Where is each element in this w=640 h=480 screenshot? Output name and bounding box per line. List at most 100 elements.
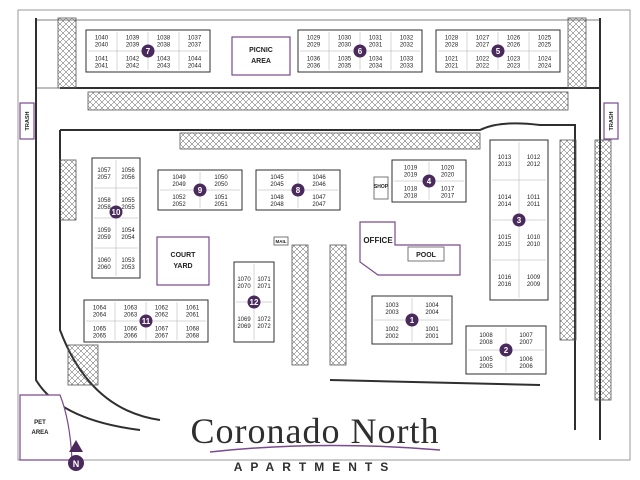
unit-number: 1014 bbox=[498, 195, 512, 201]
unit-number: 1052 bbox=[172, 195, 186, 201]
unit-number: 1040 bbox=[95, 36, 109, 42]
unit-number: 1038 bbox=[157, 36, 171, 42]
building-number-badge bbox=[422, 174, 436, 188]
unit-number: 1033 bbox=[400, 57, 414, 63]
unit-number: 1017 bbox=[441, 187, 455, 193]
unit-number: 1021 bbox=[445, 57, 459, 63]
unit-number: 1022 bbox=[476, 57, 490, 63]
unit-number: 2035 bbox=[338, 64, 352, 70]
unit-number: 2058 bbox=[97, 205, 111, 211]
unit-number: 1067 bbox=[155, 327, 169, 333]
unit-number: 2002 bbox=[385, 334, 399, 340]
building-number-badge bbox=[139, 314, 153, 328]
unit-number: 2068 bbox=[186, 334, 200, 340]
unit-number: 2006 bbox=[519, 364, 533, 370]
building-5[interactable]: 1028202810272027102620261025202510212021… bbox=[435, 29, 561, 73]
unit-number: 1070 bbox=[237, 277, 251, 283]
svg-text:N: N bbox=[73, 459, 80, 469]
unit-number: 1027 bbox=[476, 36, 490, 42]
unit-number: 1008 bbox=[479, 333, 493, 339]
unit-number: 1009 bbox=[527, 275, 541, 281]
unit-number: 1012 bbox=[527, 155, 541, 161]
unit-number: 1039 bbox=[126, 36, 140, 42]
unit-number: 2012 bbox=[527, 162, 541, 168]
unit-number: 2031 bbox=[369, 43, 383, 49]
unit-number: 1058 bbox=[97, 198, 111, 204]
page-title: Coronado North bbox=[190, 411, 440, 451]
unit-number: 1037 bbox=[188, 36, 202, 42]
building-number-badge bbox=[491, 44, 505, 58]
unit-number: 1020 bbox=[441, 166, 455, 172]
unit-number: 2067 bbox=[155, 334, 169, 340]
svg-text:AREA: AREA bbox=[31, 430, 49, 436]
property-boundary bbox=[17, 9, 631, 461]
unit-number: 2065 bbox=[93, 334, 107, 340]
building-3[interactable]: 1013201310122012101420141011201110152015… bbox=[489, 139, 549, 301]
unit-number: 1023 bbox=[507, 57, 521, 63]
unit-number: 1041 bbox=[95, 57, 109, 63]
unit-number: 1036 bbox=[307, 57, 321, 63]
unit-number: 2041 bbox=[95, 64, 109, 70]
unit-number: 2047 bbox=[312, 202, 326, 208]
unit-number: 2069 bbox=[237, 324, 251, 330]
building-7[interactable]: 1040204010392039103820381037203710412041… bbox=[85, 29, 211, 73]
unit-number: 2005 bbox=[479, 364, 493, 370]
unit-number: 1043 bbox=[157, 57, 171, 63]
building-number-badge bbox=[141, 44, 155, 58]
unit-number: 1024 bbox=[538, 57, 552, 63]
unit-number: 2072 bbox=[257, 324, 271, 330]
unit-number: 1056 bbox=[121, 168, 135, 174]
building-number-badge bbox=[193, 183, 207, 197]
unit-number: 1015 bbox=[498, 235, 512, 241]
building-number: 4 bbox=[427, 177, 432, 186]
unit-number: 2054 bbox=[121, 235, 135, 241]
picnic-label: PICNIC bbox=[249, 47, 273, 54]
building-number: 8 bbox=[296, 186, 301, 195]
unit-number: 1064 bbox=[93, 306, 107, 312]
unit-number: 1016 bbox=[498, 275, 512, 281]
unit-number: 1066 bbox=[124, 327, 138, 333]
building-6[interactable]: 1029202910302030103120311032203210362036… bbox=[297, 29, 423, 73]
unit-number: 2050 bbox=[214, 182, 228, 188]
unit-number: 1046 bbox=[312, 175, 326, 181]
unit-number: 2048 bbox=[270, 202, 284, 208]
unit-number: 2004 bbox=[425, 310, 439, 316]
unit-number: 2070 bbox=[237, 284, 251, 290]
building-number: 6 bbox=[358, 47, 363, 56]
trash-left-label: TRASH bbox=[25, 112, 31, 131]
building-number-badge bbox=[353, 44, 367, 58]
building-10[interactable]: 1057205710562056105820581055205510592059… bbox=[91, 157, 141, 279]
unit-number: 2033 bbox=[400, 64, 414, 70]
unit-number: 1055 bbox=[121, 198, 135, 204]
unit-number: 1045 bbox=[270, 175, 284, 181]
unit-number: 2044 bbox=[188, 64, 202, 70]
unit-number: 2064 bbox=[93, 313, 107, 319]
unit-number: 1005 bbox=[479, 357, 493, 363]
building-11[interactable]: 1064206410632063106220621061206110652065… bbox=[83, 299, 209, 343]
unit-number: 2024 bbox=[538, 64, 552, 70]
unit-number: 1059 bbox=[97, 228, 111, 234]
unit-number: 2028 bbox=[445, 43, 459, 49]
unit-number: 1011 bbox=[527, 195, 541, 201]
unit-number: 1013 bbox=[498, 155, 512, 161]
unit-number: 2014 bbox=[498, 202, 512, 208]
unit-number: 1035 bbox=[338, 57, 352, 63]
unit-number: 2003 bbox=[385, 310, 399, 316]
unit-number: 2019 bbox=[404, 173, 418, 179]
unit-number: 2045 bbox=[270, 182, 284, 188]
pool-label: POOL bbox=[416, 252, 437, 259]
pet-label: PET bbox=[34, 420, 46, 426]
building-number: 10 bbox=[112, 208, 121, 217]
unit-number: 1068 bbox=[186, 327, 200, 333]
unit-number: 1025 bbox=[538, 36, 552, 42]
unit-number: 1051 bbox=[214, 195, 228, 201]
unit-number: 2032 bbox=[400, 43, 414, 49]
building-number-badge bbox=[405, 313, 419, 327]
